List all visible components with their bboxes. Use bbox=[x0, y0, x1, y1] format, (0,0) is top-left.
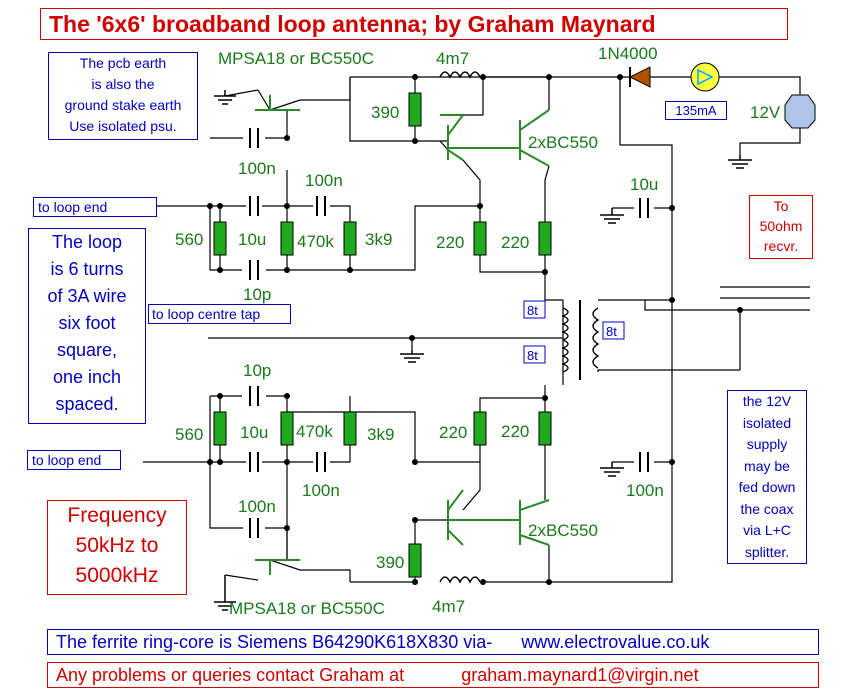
r560-top-label: 560 bbox=[175, 230, 203, 249]
loop-end-top-label: to loop end bbox=[33, 197, 157, 217]
q-bottom-label: MPSA18 or BC550C bbox=[229, 599, 385, 618]
r390-top-label: 390 bbox=[371, 103, 399, 122]
c100n-c-label: 100n bbox=[302, 481, 340, 500]
c10u-supply-label: 10u bbox=[630, 175, 658, 194]
pair-bottom-label: 2xBC550 bbox=[528, 521, 598, 540]
tr-sec-label: 8t bbox=[606, 324, 617, 339]
supply-note-line: fed down bbox=[738, 479, 796, 495]
r470k-top-label: 470k bbox=[297, 232, 334, 251]
r470k-bottom-label: 470k bbox=[296, 422, 333, 441]
ferrite-footer: The ferrite ring-core is Siemens B64290K… bbox=[47, 629, 819, 655]
c10p-bottom-label: 10p bbox=[243, 361, 271, 380]
diode-label: 1N4000 bbox=[598, 44, 658, 63]
receiver-line: 50ohm bbox=[759, 218, 803, 234]
l-bottom-label: 4m7 bbox=[432, 597, 465, 616]
supply-label: 12V bbox=[750, 103, 781, 122]
frequency-line: 5000kHz bbox=[75, 564, 159, 587]
ferrite-text: The ferrite ring-core is Siemens B64290K… bbox=[56, 632, 493, 652]
frequency-note: Frequency 50kHz to 5000kHz bbox=[47, 500, 187, 595]
c10p-top-label: 10p bbox=[243, 285, 271, 304]
page-title: The '6x6' broadband loop antenna; by Gra… bbox=[40, 8, 788, 40]
loop-desc-line: one inch bbox=[52, 367, 122, 387]
loop-desc-line: is 6 turns bbox=[50, 259, 124, 279]
supply-note-line: splitter. bbox=[744, 543, 790, 560]
tr-top-label: 8t bbox=[527, 303, 538, 318]
r390-bottom-label: 390 bbox=[376, 553, 404, 572]
receiver-line: recvr. bbox=[763, 238, 799, 254]
supply-note-line: the 12V bbox=[742, 393, 792, 409]
c10u-bottom-label: 10u bbox=[240, 423, 268, 442]
loop-end-bottom-label: to loop end bbox=[27, 450, 121, 470]
frequency-line: 50kHz to bbox=[75, 534, 159, 557]
supply-note: the 12V isolated supply may be fed down … bbox=[727, 390, 807, 564]
frequency-line: Frequency bbox=[67, 504, 167, 527]
c100n-a-label: 100n bbox=[238, 159, 276, 178]
pcb-earth-line: The pcb earth bbox=[79, 55, 167, 71]
c100n-e-label: 100n bbox=[626, 481, 664, 500]
r560-bottom-label: 560 bbox=[175, 425, 203, 444]
supply-note-line: via L+C bbox=[743, 522, 791, 538]
centre-tap-label: to loop centre tap bbox=[148, 304, 291, 324]
r220-d-label: 220 bbox=[501, 422, 529, 441]
r220-b-label: 220 bbox=[501, 233, 529, 252]
receiver-line: To bbox=[773, 198, 789, 214]
contact-email-link[interactable]: graham.maynard1@virgin.net bbox=[461, 665, 699, 685]
pcb-earth-line: is also the bbox=[91, 76, 155, 92]
c100n-b-label: 100n bbox=[305, 171, 343, 190]
r3k9-top-label: 3k9 bbox=[365, 230, 392, 249]
r220-c-label: 220 bbox=[439, 423, 467, 442]
loop-desc-line: square, bbox=[56, 340, 118, 360]
current-label: 135mA bbox=[665, 101, 727, 120]
supply-note-line: isolated bbox=[742, 414, 792, 431]
tr-bottom-label: 8t bbox=[527, 348, 538, 363]
r220-a-label: 220 bbox=[436, 233, 464, 252]
supply-note-line: may be bbox=[744, 457, 790, 474]
q-top-label: MPSA18 or BC550C bbox=[218, 49, 374, 68]
receiver-note: To 50ohm recvr. bbox=[749, 195, 813, 259]
loop-desc-line: The loop bbox=[51, 232, 123, 252]
l-top-label: 4m7 bbox=[436, 49, 469, 68]
pair-top-label: 2xBC550 bbox=[528, 133, 598, 152]
loop-desc-line: of 3A wire bbox=[47, 286, 127, 306]
supply-note-line: the coax bbox=[740, 500, 794, 517]
pcb-earth-note: The pcb earth is also the ground stake e… bbox=[48, 52, 198, 140]
ferrite-url-link[interactable]: www.electrovalue.co.uk bbox=[521, 632, 710, 652]
pcb-earth-line: Use isolated psu. bbox=[69, 118, 177, 134]
contact-footer: Any problems or queries contact Graham a… bbox=[47, 662, 819, 688]
loop-desc-line: six foot bbox=[58, 313, 116, 333]
supply-note-line: supply bbox=[746, 436, 788, 452]
contact-text: Any problems or queries contact Graham a… bbox=[56, 665, 405, 685]
c10u-top-label: 10u bbox=[238, 230, 266, 249]
loop-description: The loop is 6 turns of 3A wire six foot … bbox=[28, 228, 146, 424]
loop-desc-line: spaced. bbox=[55, 394, 119, 414]
c100n-d-label: 100n bbox=[238, 497, 276, 516]
pcb-earth-line: ground stake earth bbox=[64, 97, 182, 113]
r3k9-bottom-label: 3k9 bbox=[367, 425, 394, 444]
